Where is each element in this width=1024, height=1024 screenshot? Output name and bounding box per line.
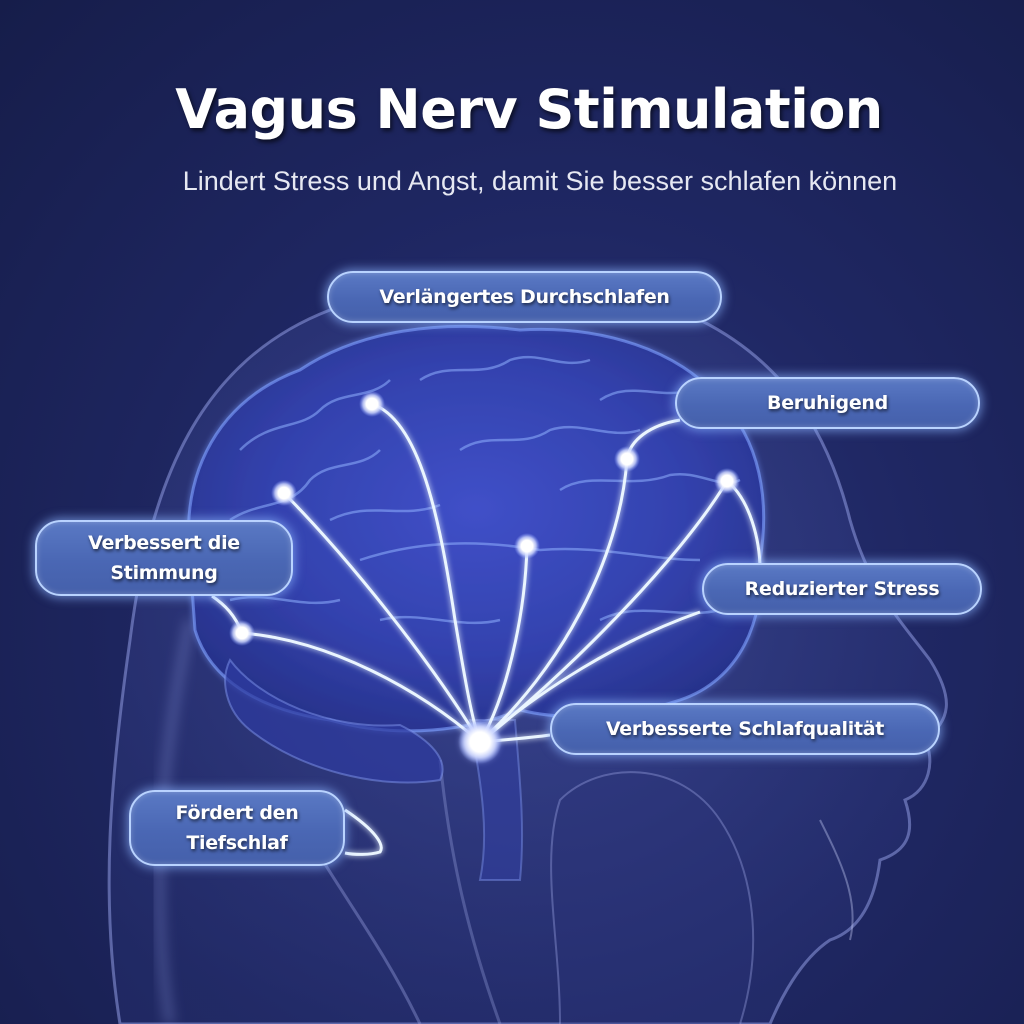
label-text-line1: Verbessert die (88, 531, 240, 554)
nerve-line (479, 610, 701, 744)
label-text-line1: Fördert den (175, 801, 299, 824)
brain (187, 324, 766, 881)
page-subtitle: Lindert Stress und Angst, damit Sie bess… (182, 166, 898, 196)
label-beruhigend: Beruhigend (675, 377, 980, 429)
label-text-line2: Tiefschlaf (186, 832, 288, 854)
nerve-lines (211, 402, 762, 856)
label-text: Beruhigend (767, 391, 888, 414)
node-dot (359, 391, 385, 417)
node-dot (514, 533, 540, 559)
node-dot (229, 620, 255, 646)
nerve-line (478, 458, 629, 744)
label-verbesserte-schlafqualitaet: Verbesserte Schlafqualität (550, 703, 940, 755)
page-title: Vagus Nerv Stimulation (175, 78, 883, 141)
label-text: Reduzierter Stress (744, 577, 940, 600)
label-verbessert-stimmung: Verbessert die Stimmung (35, 520, 293, 596)
nerve-line (282, 491, 482, 743)
label-text: Verlängertes Durchschlafen (379, 285, 670, 308)
vagus-hub-node (458, 720, 502, 764)
node-dot (714, 468, 740, 494)
label-text-line2: Stimmung (110, 562, 218, 584)
node-dot (271, 480, 297, 506)
nerve-line (344, 808, 383, 856)
label-foerdert-tiefschlaf: Fördert den Tiefschlaf (129, 790, 345, 866)
node-dot (614, 446, 640, 472)
nerve-line (241, 631, 481, 744)
nerve-line (371, 402, 482, 743)
label-text: Verbesserte Schlafqualität (605, 717, 885, 740)
label-verlaengertes-durchschlafen: Verlängertes Durchschlafen (327, 271, 722, 323)
stimulation-nodes (229, 391, 740, 764)
label-reduzierter-stress: Reduzierter Stress (702, 563, 982, 615)
